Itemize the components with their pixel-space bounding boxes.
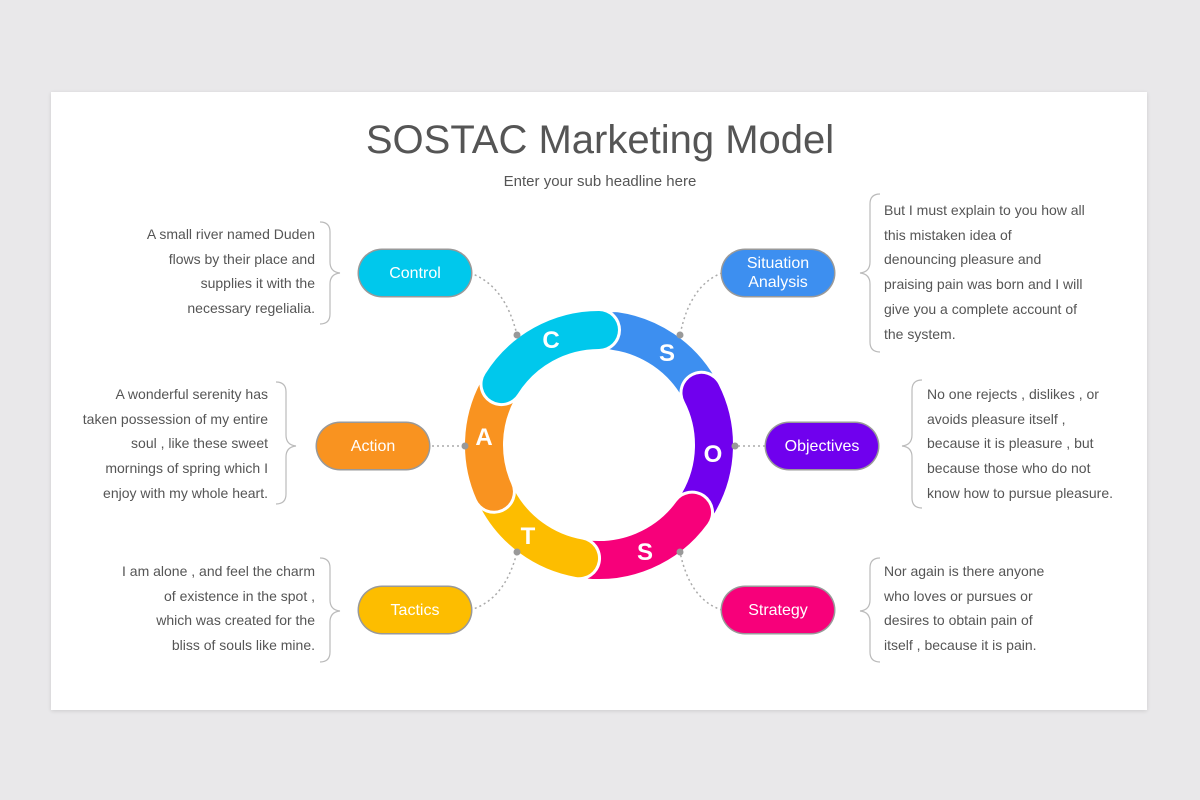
- description-line: Nor again is there anyone: [884, 563, 1045, 579]
- letter-a: A: [475, 424, 492, 451]
- action-pill: Action: [317, 423, 429, 469]
- description-line: A small river named Duden: [146, 226, 315, 242]
- tactics-pill: Tactics: [359, 587, 471, 633]
- description-line: taken possession of my entire: [82, 410, 268, 427]
- tactics-description: I am alone , and feel the charm of existe…: [122, 559, 315, 658]
- situation-description: But I must explain to you how all this mi…: [884, 198, 1085, 346]
- description-line: I am alone , and feel the charm: [122, 563, 315, 579]
- letter-s-strategy: S: [637, 539, 653, 566]
- description-line: No one rejects , dislikes , or: [927, 386, 1099, 402]
- connector-tactics: [469, 551, 518, 611]
- description-line: because those who do not: [927, 460, 1091, 477]
- description-line: A wonderful serenity has: [115, 386, 268, 402]
- description-line: itself , because it is pain.: [884, 637, 1037, 654]
- description-line: enjoy with my whole heart.: [103, 484, 268, 501]
- strategy-description: Nor again is there anyone who loves or pu…: [884, 559, 1044, 658]
- description-line: which was created for the: [156, 612, 315, 629]
- control-description: A small river named Duden flows by their …: [147, 222, 315, 321]
- connector-situation: [679, 272, 723, 336]
- description-line: of existence in the spot ,: [164, 587, 315, 604]
- letter-o: O: [704, 441, 723, 468]
- objectives-pill: Objectives: [766, 423, 878, 469]
- page-title: SOSTAC Marketing Model: [365, 118, 835, 162]
- ring-segment-control: [482, 311, 618, 404]
- letter-t: T: [521, 523, 536, 550]
- description-line: supplies it with the: [200, 275, 315, 292]
- description-line: necessary regelialia.: [187, 300, 315, 317]
- description-line: who loves or pursues or: [884, 587, 1033, 604]
- description-line: this mistaken idea of: [884, 226, 1012, 243]
- description-line: bliss of souls like mine.: [171, 637, 315, 654]
- connector-control: [469, 272, 518, 336]
- description-line: praising pain was born and I will: [884, 276, 1083, 293]
- description-line: the system.: [884, 325, 956, 342]
- strategy-pill: Strategy: [722, 587, 834, 633]
- description-line: mornings of spring which I: [105, 460, 268, 477]
- description-line: know how to pursue pleasure.: [927, 484, 1113, 501]
- description-line: give you a complete account of: [884, 300, 1078, 317]
- description-line: because it is pleasure , but: [927, 435, 1094, 452]
- description-line: denouncing pleasure and: [884, 251, 1042, 268]
- description-line: avoids pleasure itself ,: [927, 410, 1066, 427]
- objectives-description: No one rejects , dislikes , or avoids ple…: [927, 382, 1113, 506]
- letter-c: C: [542, 327, 559, 354]
- control-pill: Control: [359, 250, 471, 296]
- ring-segment-objectives: [679, 373, 733, 522]
- subtitle: Enter your sub headline here: [503, 173, 697, 190]
- connectors: [432, 272, 765, 611]
- description-line: But I must explain to you how all: [884, 202, 1085, 218]
- action-description: A wonderful serenity has taken possession…: [83, 382, 268, 506]
- description-line: flows by their place and: [168, 250, 315, 267]
- description-line: desires to obtain pain of: [884, 612, 1033, 629]
- description-line: soul , like these sweet: [131, 435, 268, 452]
- connector-strategy: [679, 551, 723, 611]
- letter-s-situation: S: [659, 340, 675, 367]
- slide-card: [51, 92, 1147, 710]
